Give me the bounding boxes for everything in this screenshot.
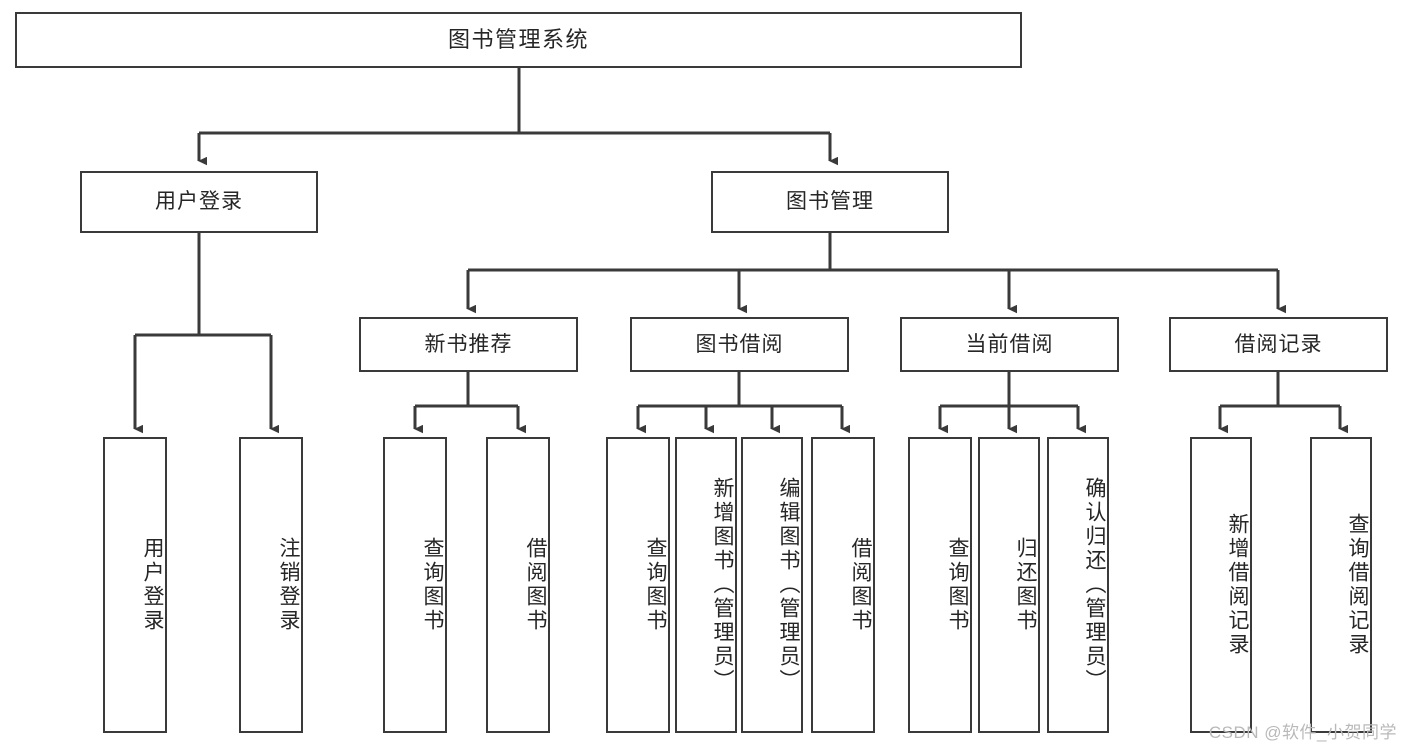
node-label: 借阅图书 [849,537,872,633]
node-book-borrowing[interactable]: 图书借阅 [630,317,849,372]
node-new-book-recommendation[interactable]: 新书推荐 [359,317,578,372]
node-user-login[interactable]: 用户登录 [80,171,318,233]
node-label: 查询图书 [946,537,969,633]
node-label: 注销登录 [277,537,300,633]
node-label: 确认归还（管理员） [1083,477,1106,693]
leaf-return-books[interactable]: 归还图书 [978,437,1040,733]
node-label: 新增图书（管理员） [711,477,734,693]
node-label: 图书借阅 [695,332,784,356]
node-label: 当前借阅 [965,332,1054,356]
node-label: 用户登录 [141,537,164,633]
leaf-query-books-current[interactable]: 查询图书 [908,437,972,733]
node-label: 编辑图书（管理员） [777,477,800,693]
node-label: 借阅记录 [1234,332,1323,356]
node-label: 查询图书 [421,537,444,633]
node-label: 用户登录 [155,190,243,214]
node-label: 新书推荐 [424,332,513,356]
node-label: 新增借阅记录 [1226,513,1249,657]
node-label: 归还图书 [1014,537,1037,633]
watermark: CSDN @软件_小贺同学 [1208,723,1397,742]
leaf-borrow-books-new[interactable]: 借阅图书 [486,437,550,733]
leaf-borrow-books[interactable]: 借阅图书 [811,437,875,733]
node-label: 查询借阅记录 [1346,513,1369,657]
node-label: 借阅图书 [524,537,547,633]
leaf-confirm-return-admin[interactable]: 确认归还（管理员） [1047,437,1109,733]
node-label: 图书管理 [786,190,874,214]
node-label: 查询图书 [644,537,667,633]
leaf-user-login[interactable]: 用户登录 [103,437,167,733]
node-label: 图书管理系统 [447,26,589,52]
leaf-edit-book-admin[interactable]: 编辑图书（管理员） [741,437,803,733]
leaf-logout[interactable]: 注销登录 [239,437,303,733]
leaf-add-borrow-record[interactable]: 新增借阅记录 [1190,437,1252,733]
leaf-query-books-new[interactable]: 查询图书 [383,437,447,733]
node-root-book-management-system[interactable]: 图书管理系统 [15,12,1022,68]
node-current-borrowing[interactable]: 当前借阅 [900,317,1119,372]
leaf-query-books-borrow[interactable]: 查询图书 [606,437,670,733]
leaf-add-book-admin[interactable]: 新增图书（管理员） [675,437,737,733]
node-book-management[interactable]: 图书管理 [711,171,949,233]
leaf-query-borrow-record[interactable]: 查询借阅记录 [1310,437,1372,733]
node-borrow-records[interactable]: 借阅记录 [1169,317,1388,372]
